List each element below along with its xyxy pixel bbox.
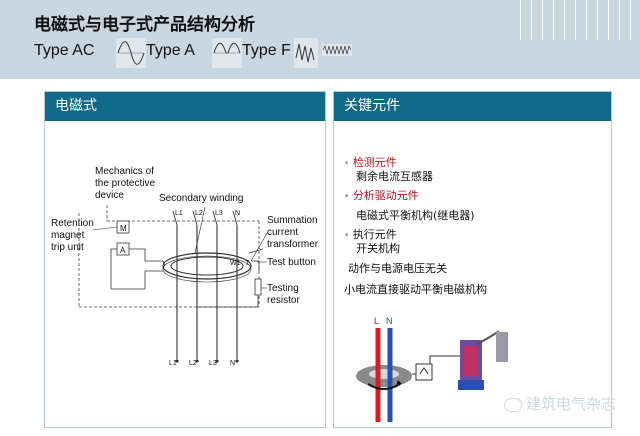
key-components-panel: 关键元件 • 检测元件 剩余电流互感器 • 分析驱动元件 电磁式平衡机构(继电器… — [333, 91, 612, 428]
decorative-stripes — [510, 0, 640, 40]
hf-wave-icon — [322, 44, 352, 56]
list-item: • 检测元件 — [344, 156, 397, 169]
svg-text:L2: L2 — [189, 360, 197, 367]
mixed-frequency-wave-icon — [294, 38, 318, 68]
svg-text:N: N — [230, 360, 235, 367]
secondary-winding-label: Secondary winding — [159, 193, 244, 204]
l-conductor-label: L — [374, 316, 379, 326]
switch-contacts — [172, 210, 238, 226]
list-item: 剩余电流互感器 — [356, 170, 433, 183]
slide-title: 电磁式与电子式产品结构分析 — [34, 15, 255, 35]
svg-text:L1: L1 — [169, 360, 177, 367]
svg-text:N: N — [235, 210, 240, 217]
list-item: 小电流直接驱动平衡电磁机构 — [344, 283, 487, 296]
panel-title-electromagnetic: 电磁式 — [45, 92, 325, 121]
summation-transformer-toroid — [162, 252, 252, 283]
svg-text:L3: L3 — [215, 210, 223, 217]
test-button-label: Test button — [267, 257, 316, 268]
rcd-mechanism-illustration: L N — [356, 316, 508, 422]
phase-conductors — [176, 225, 238, 359]
list-item: 动作与电源电压无关 — [348, 262, 447, 275]
list-item: • 执行元件 — [344, 228, 397, 241]
type-a-label: Type A — [146, 42, 195, 59]
type-ac-label: Type AC — [34, 42, 95, 59]
watermark: 建筑电气杂志 — [503, 393, 616, 414]
trip-lever — [496, 332, 508, 362]
testing-resistor — [254, 278, 262, 296]
ac-wave-icon — [116, 38, 146, 68]
svg-text:L3: L3 — [209, 360, 217, 367]
w1-label: W1 — [230, 260, 241, 267]
list-item: 电磁式平衡机构(继电器) — [356, 209, 475, 222]
mechanical-frame — [78, 205, 260, 308]
list-item: 开关机构 — [356, 242, 400, 255]
wechat-icon — [503, 397, 522, 412]
pulsating-dc-wave-icon — [212, 38, 242, 68]
test-indicator — [415, 363, 433, 381]
panel-title-key-components: 关键元件 — [334, 92, 611, 121]
type-f-label: Type F — [242, 42, 291, 59]
a-label: A — [120, 246, 126, 255]
m-label: M — [120, 224, 127, 233]
bottom-terminals: L1 L2 L3 N — [169, 359, 239, 367]
svg-text:L2: L2 — [195, 210, 203, 217]
svg-text:L1: L1 — [175, 210, 183, 217]
n-conductor-label: N — [386, 316, 393, 326]
header-band: 电磁式与电子式产品结构分析 Type AC Type A Type F — [0, 0, 640, 79]
list-item: • 分析驱动元件 — [344, 189, 419, 202]
t-label: T — [245, 260, 250, 267]
top-terminals: L1 L2 L3 N — [175, 210, 240, 217]
